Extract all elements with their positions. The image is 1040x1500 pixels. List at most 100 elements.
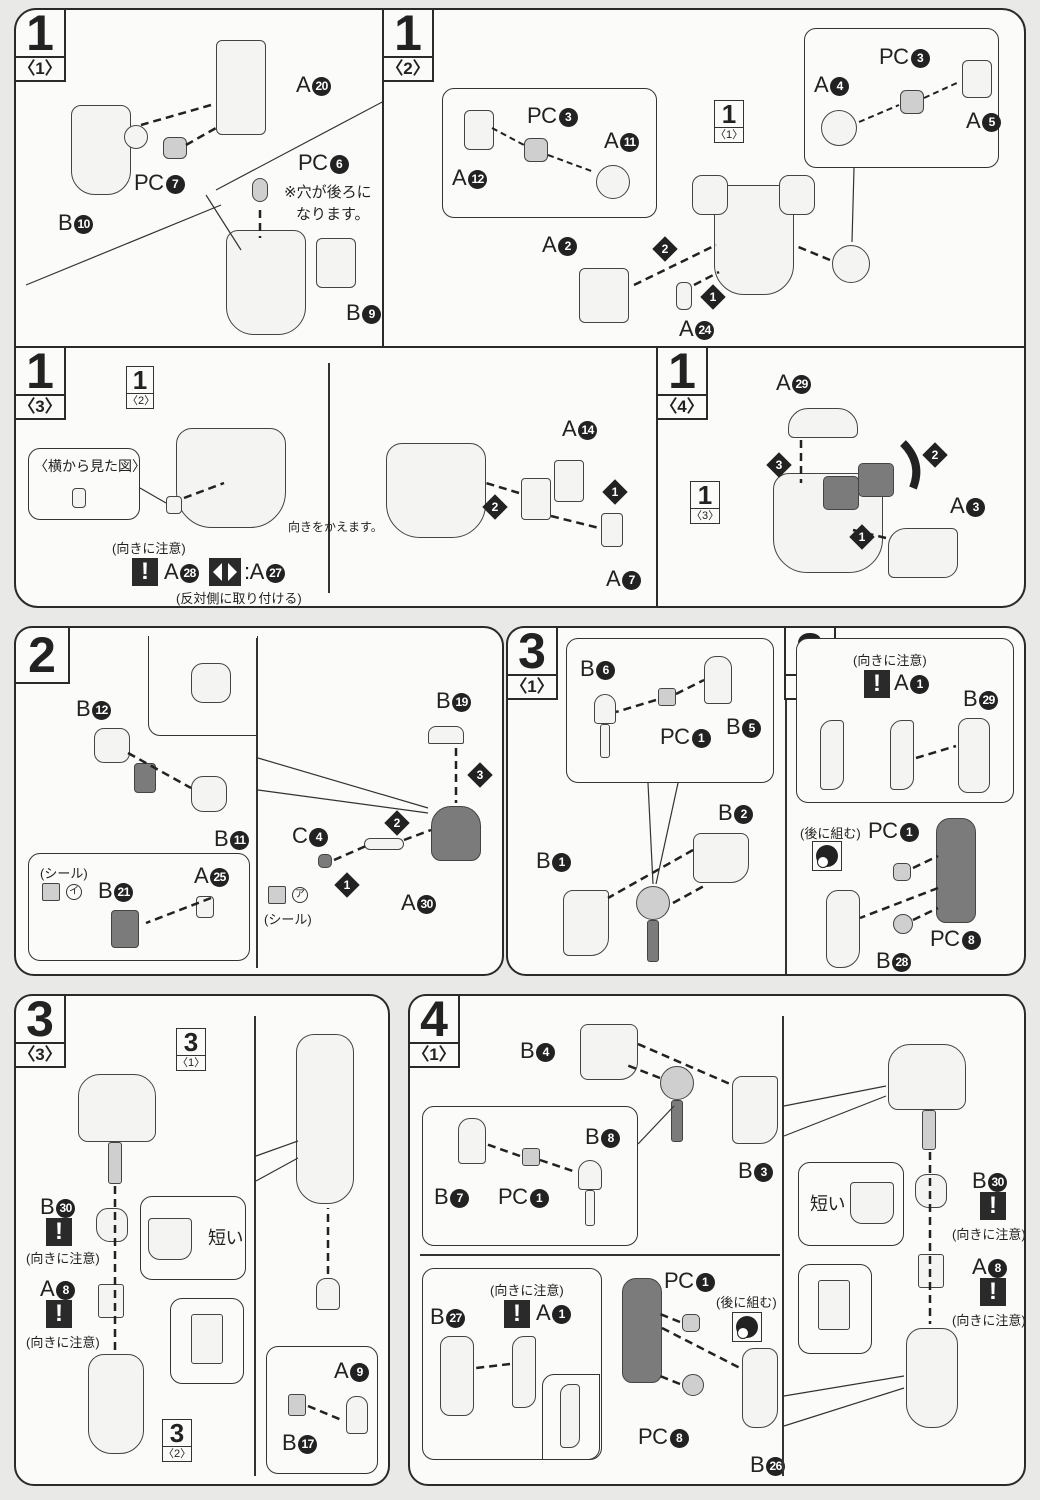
step-badge: 3 〈3〉 — [14, 994, 66, 1068]
order-marker-1: 1 — [334, 872, 360, 898]
part-b30 — [96, 1208, 128, 1242]
substep-number: 〈3〉 — [18, 397, 62, 416]
part-pc1 — [522, 1148, 540, 1166]
note-attach-opposite: (反対側に取り付ける) — [176, 591, 302, 606]
part-forearm-outer — [936, 818, 976, 923]
part-pc3-right — [900, 90, 924, 114]
side-view-label: 〈横から見た図〉 — [34, 458, 146, 474]
order-marker-2: 2 — [652, 236, 678, 262]
part-a8-profile — [191, 1314, 223, 1364]
part-upper-arm — [78, 1074, 156, 1142]
ref-step-1-2: 1〈2〉 — [126, 365, 156, 409]
ref-step-1-3: 1〈3〉 — [690, 480, 720, 524]
warning-icon: ! — [864, 670, 890, 698]
part-forearm-outer — [622, 1278, 662, 1383]
divider — [328, 363, 330, 593]
step-number: 4 — [410, 994, 458, 1044]
caution-orientation: (向きに注意) — [853, 653, 927, 668]
label-short: 短い — [208, 1228, 244, 1248]
part-b28 — [826, 890, 860, 968]
part-a8-profile — [818, 1280, 850, 1330]
order-marker-2: 2 — [384, 810, 410, 836]
sticker-label-2: (シール) — [264, 912, 312, 927]
part-b5 — [704, 656, 732, 704]
part-a29 — [788, 408, 858, 438]
label-short: 短い — [810, 1194, 846, 1214]
step-number: 2 — [28, 627, 56, 683]
part-b7 — [458, 1118, 486, 1164]
part-b3 — [732, 1076, 778, 1144]
caution-orientation: (向きに注意) — [490, 1283, 564, 1298]
order-marker-1: 1 — [700, 284, 726, 310]
part-a1 — [512, 1336, 536, 1408]
caution-orientation-2: (向きに注意) — [952, 1227, 1026, 1242]
part-b6 — [594, 694, 616, 724]
step-badge: 1 〈2〉 — [382, 8, 434, 82]
part-hand-joint — [316, 1278, 340, 1310]
part-torso-rotated — [386, 443, 486, 538]
caution-orientation: (向きに注意) — [26, 1251, 100, 1266]
part-pc6 — [252, 178, 268, 202]
note-hole-back: ※穴が後ろになります。 — [284, 184, 372, 223]
part-b10-torso-core — [71, 105, 131, 195]
step-badge: 1 〈1〉 — [14, 8, 66, 82]
part-a25 — [196, 896, 214, 918]
sticker-i-icon — [42, 883, 60, 901]
warning-icon: ! — [46, 1300, 72, 1328]
part-pc7 — [163, 137, 187, 159]
warning-icon: ! — [132, 558, 158, 586]
warning-icon: ! — [504, 1300, 530, 1328]
ref-step-3-1: 3〈1〉 — [176, 1027, 206, 1071]
part-b2 — [693, 833, 749, 883]
step-badge: 4 〈1〉 — [408, 994, 460, 1068]
step-badge: 2 — [14, 626, 70, 684]
part-a28 — [166, 496, 182, 514]
part-b6-stem — [600, 724, 610, 758]
part-forearm — [906, 1328, 958, 1428]
part-a8 — [918, 1254, 944, 1288]
part-arm-assembled — [296, 1034, 354, 1204]
warning-icon: ! — [980, 1192, 1006, 1220]
panel-step-3-1-3-2: 3 〈1〉 B6 PC1 B5 B1 B2 3 〈2〉 (向きに注意) ! A1… — [506, 626, 1026, 976]
part-forearm — [88, 1354, 144, 1454]
substep-number: 〈1〉 — [510, 677, 554, 696]
part-pc8 — [682, 1374, 704, 1396]
part-b8 — [578, 1160, 602, 1190]
part-shoulder-armor-2 — [858, 463, 894, 497]
part-shoulder-left — [692, 175, 728, 215]
part-shoulder-armor-1 — [823, 476, 859, 510]
warning-icon: ! — [980, 1278, 1006, 1306]
divider — [254, 1016, 256, 1476]
part-pc1 — [658, 688, 676, 706]
order-marker-1: 1 — [849, 524, 875, 550]
part-a3 — [888, 528, 958, 578]
